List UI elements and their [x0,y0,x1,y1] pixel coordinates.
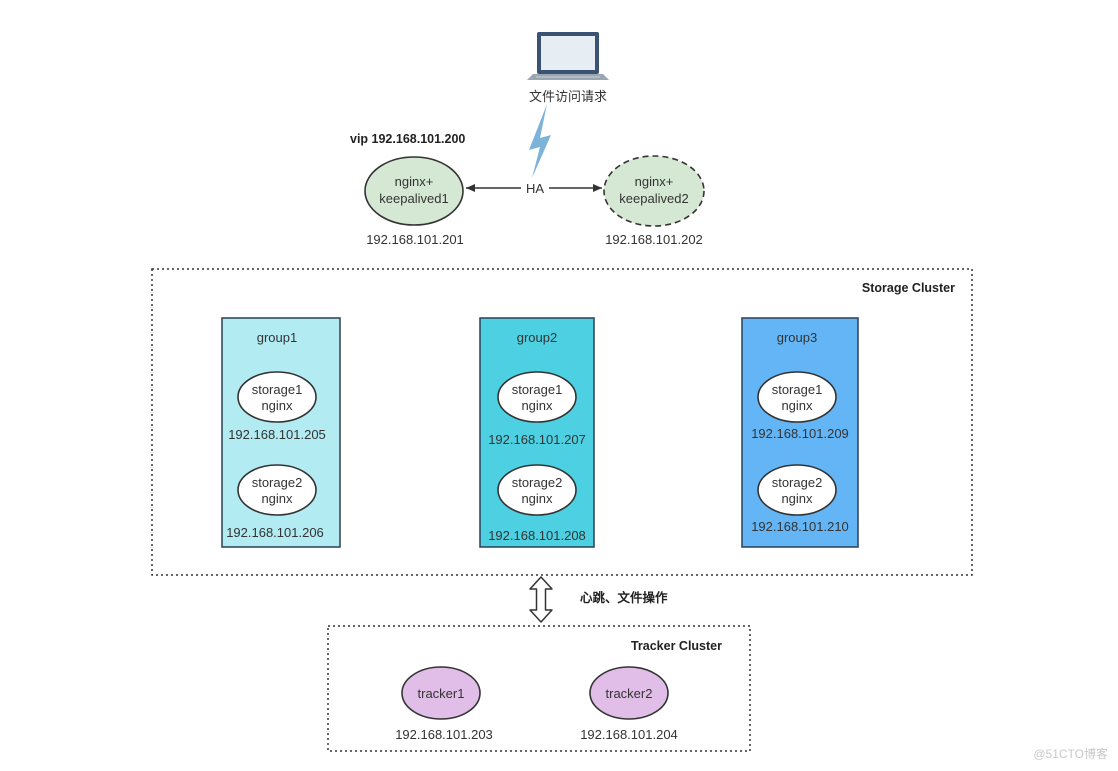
storage-node-line1: storage1 [772,382,823,397]
tracker-node-shape [589,666,669,720]
tracker-cluster-label: Tracker Cluster [631,639,722,653]
storage-node-ip: 192.168.101.210 [751,519,849,534]
storage-node-line1: storage2 [772,475,823,490]
group-label: group2 [517,330,557,345]
ha-node-line1: nginx+ [395,174,434,189]
connection-label: 心跳、文件操作 [580,590,668,605]
ha-label-bg [521,180,549,196]
storage-node-line2: nginx [261,398,293,413]
ha-node-shape [364,156,464,226]
storage-node-line2: nginx [781,398,813,413]
storage-node [237,464,317,516]
tracker-node-ip: 192.168.101.203 [395,727,493,742]
storage-node [497,464,577,516]
storage-node-ip: 192.168.101.209 [751,426,849,441]
ha-label: HA [526,181,544,196]
vip-label: vip 192.168.101.200 [350,132,465,146]
storage-node-ip: 192.168.101.206 [226,525,324,540]
ha-node-ip: 192.168.101.201 [366,232,464,247]
ha-node-ip: 192.168.101.202 [605,232,703,247]
laptop-icon [527,32,609,80]
storage-node [757,371,837,423]
storage-node-line1: storage2 [512,475,563,490]
storage-node-ip: 192.168.101.208 [488,528,586,543]
group-label: group3 [777,330,817,345]
ha-node-keepalived1: nginx+ keepalived1 [364,156,464,226]
group-label: group1 [257,330,297,345]
tracker-cluster-box [327,625,751,752]
tracker-node-label: tracker2 [606,686,653,701]
storage-node-line2: nginx [521,491,553,506]
storage-group-2: group2 storage1 nginx 192.168.101.207 st… [479,317,595,548]
client-label: 文件访问请求 [529,89,607,104]
tracker-node-1: tracker1 [401,666,481,720]
storage-node [497,371,577,423]
storage-cluster-box [151,268,973,576]
watermark: @51CTO博客 [1033,746,1108,761]
storage-node-line2: nginx [261,491,293,506]
ha-node-line1: nginx+ [635,174,674,189]
storage-node-line2: nginx [781,491,813,506]
lightning-icon [529,104,551,178]
storage-node-line2: nginx [521,398,553,413]
tracker-node-2: tracker2 [589,666,669,720]
storage-group-3: group3 storage1 nginx 192.168.101.209 st… [741,317,859,548]
bidirectional-arrow-icon [529,576,553,623]
tracker-node-shape [401,666,481,720]
ha-node-line2: keepalived2 [619,191,688,206]
storage-node-ip: 192.168.101.207 [488,432,586,447]
ha-node-keepalived2: nginx+ keepalived2 [603,155,705,227]
storage-node-line1: storage1 [252,382,303,397]
storage-cluster-label: Storage Cluster [862,281,955,295]
tracker-node-ip: 192.168.101.204 [580,727,678,742]
tracker-node-label: tracker1 [418,686,465,701]
storage-node-line1: storage1 [512,382,563,397]
storage-node [757,464,837,516]
storage-node-ip: 192.168.101.205 [228,427,326,442]
ha-node-shape [603,155,705,227]
ha-node-line2: keepalived1 [379,191,448,206]
storage-node [237,371,317,423]
storage-group-1: group1 storage1 nginx 192.168.101.205 st… [221,317,341,548]
storage-node-line1: storage2 [252,475,303,490]
